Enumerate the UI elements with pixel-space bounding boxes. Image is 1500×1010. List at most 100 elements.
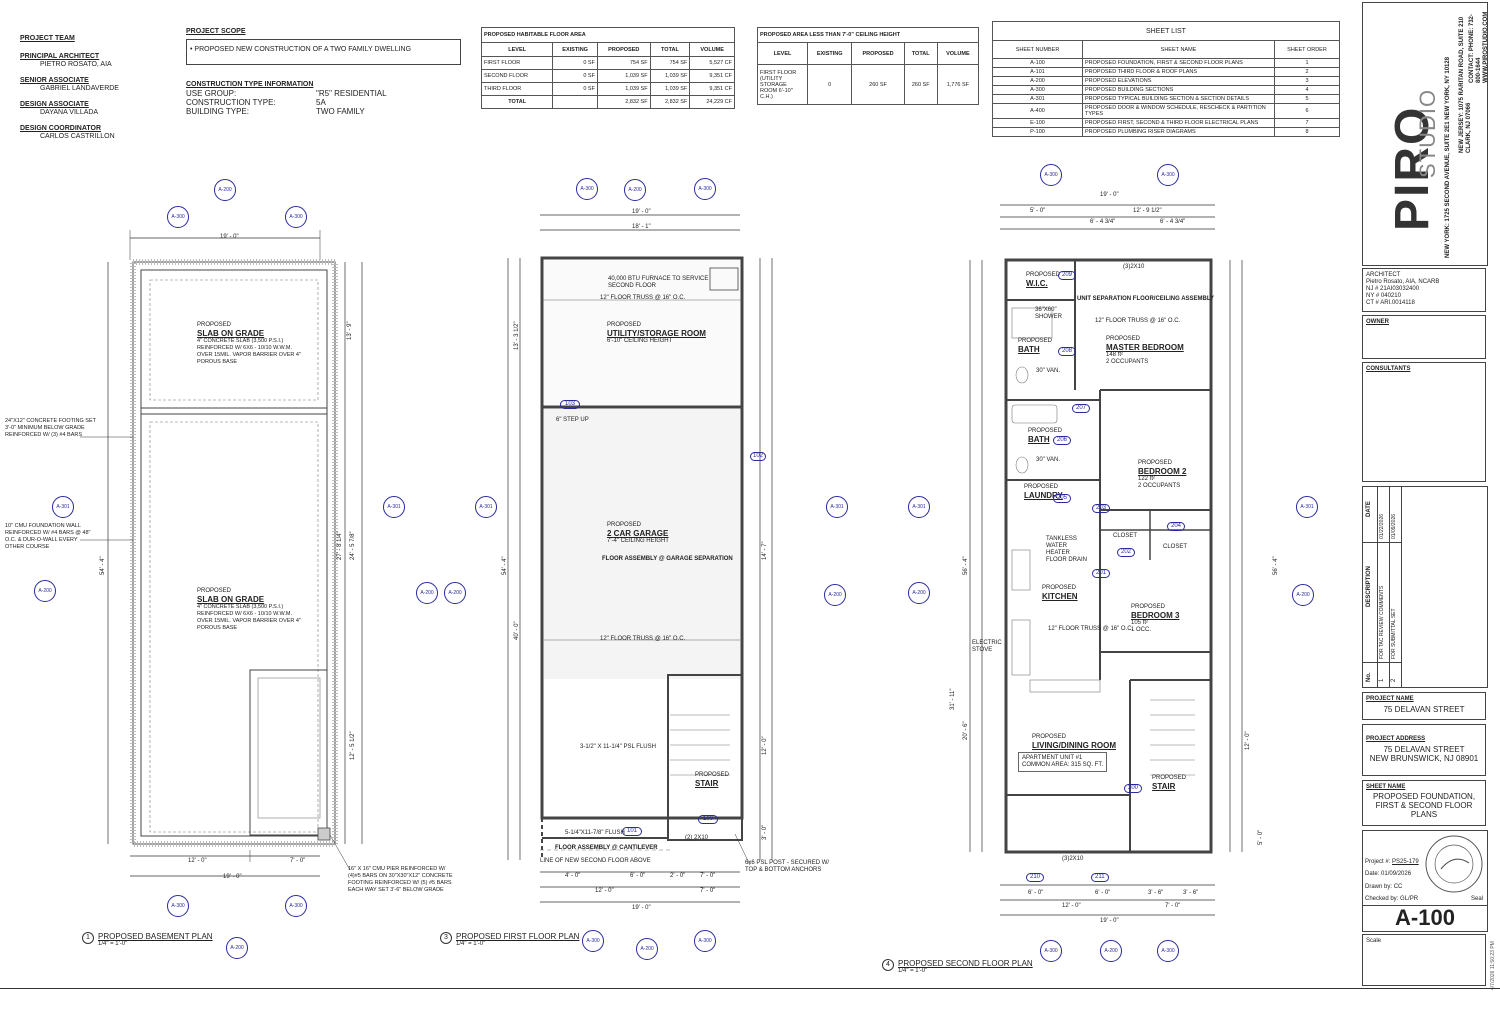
apartment-info: APARTMENT UNIT #1 COMMON AREA: 315 SQ. F… <box>1018 752 1108 772</box>
project-scope: PROJECT SCOPE • PROPOSED NEW CONSTRUCTIO… <box>186 28 461 116</box>
door-tag: 101 <box>622 827 643 836</box>
basement-bottom-dim: 12' - 0" <box>188 858 207 864</box>
first-bottom-dim: 6' - 0" <box>630 873 646 879</box>
unit-separation-note: UNIT SEPARATION FLOOR/CEILING ASSEMBLY <box>1077 296 1215 302</box>
logo-sub: STUDIO <box>1415 88 1440 178</box>
second-top-dim: 12' - 9 1/2" <box>1133 208 1162 214</box>
step-note: 6" STEP UP <box>556 417 589 423</box>
col-header: LEVEL <box>757 42 808 65</box>
section-marker[interactable]: A-300 <box>1040 940 1062 962</box>
section-marker[interactable]: A-300 <box>285 895 307 917</box>
second-bottom-dim: 3' - 6" <box>1148 890 1164 896</box>
basement-width-dim: 19' - 0" <box>220 234 239 240</box>
office-ny: NEW YORK: 1725 SECOND AVENUE, SUITE 2E1 … <box>1445 56 1451 258</box>
tankless-note: TANKLESS WATER HEATER FLOOR DRAIN <box>1046 536 1088 563</box>
elevation-marker[interactable]: A-200 <box>214 179 236 201</box>
first-total-dim: 19' - 0" <box>632 905 651 911</box>
elevation-marker[interactable]: A-200 <box>1292 584 1314 606</box>
section-marker[interactable]: A-300 <box>285 206 307 228</box>
project-address-line: NEW BRUNSWICK, NJ 08901 <box>1369 754 1479 763</box>
footing-note: 24"X12" CONCRETE FOOTING SET 3'-0" MINIM… <box>5 418 96 438</box>
first-width-dim: 19' - 0" <box>632 209 651 215</box>
section-marker[interactable]: A-300 <box>694 178 716 200</box>
post-note: 6x6 PSL POST - SECURED W/ TOP & BOTTOM A… <box>745 860 830 873</box>
first-bottom-dim: 2' - 0" <box>670 873 686 879</box>
col-header: PROPOSED <box>596 42 651 57</box>
second-bottom-dim: 7' - 0" <box>1165 903 1181 909</box>
team-name: CARLOS CASTRILLON <box>40 133 115 140</box>
section-detail-marker[interactable]: A-301 <box>52 496 74 518</box>
consultants-heading: CONSULTANTS <box>1366 366 1411 372</box>
sheet-name-line: PROPOSED FOUNDATION, <box>1372 792 1476 801</box>
first-bottom-dim: 4' - 0" <box>565 873 581 879</box>
rev-cell: FOR SUBMITTAL SET <box>1391 608 1397 659</box>
truss-note: 12" FLOOR TRUSS @ 16" O.C. <box>600 295 686 301</box>
scope-box: • PROPOSED NEW CONSTRUCTION OF A TWO FAM… <box>186 39 461 65</box>
construction-row: CONSTRUCTION TYPE:5A <box>186 98 461 107</box>
garage-label: PROPOSED 2 CAR GARAGE 7'-4" CEILING HEIG… <box>607 522 669 544</box>
door-tag: 211 <box>1091 873 1109 882</box>
elevation-marker[interactable]: A-200 <box>824 584 846 606</box>
section-marker[interactable]: A-300 <box>694 930 716 952</box>
vanity-note: 30" VAN. <box>1036 457 1061 463</box>
sheet-name-line: PLANS <box>1410 810 1438 819</box>
elevation-marker[interactable]: A-200 <box>908 582 930 604</box>
checked-row: Checked by: GL/PR <box>1365 896 1419 902</box>
furnace-note: 40,000 BTU FURNACE TO SERVICE SECOND FLO… <box>608 276 709 289</box>
elevation-marker[interactable]: A-200 <box>444 582 466 604</box>
pier-note: 16" X 16" CMU PIER REINFORCED W/ (4)#5 B… <box>348 866 453 893</box>
line-above-note: LINE OF NEW SECOND FLOOR ABOVE <box>540 858 651 864</box>
project-address-box: PROJECT ADDRESS 75 DELAVAN STREET NEW BR… <box>1362 724 1486 776</box>
second-width-dim: 19' - 0" <box>1100 192 1119 198</box>
section-marker[interactable]: A-300 <box>167 895 189 917</box>
utility-room-label: PROPOSED UTILITY/STORAGE ROOM 6'-10" CEI… <box>607 322 706 344</box>
section-marker[interactable]: A-300 <box>1157 164 1179 186</box>
construction-row: USE GROUP:"R5" RESIDENTIAL <box>186 89 461 98</box>
construction-label: USE GROUP: <box>186 89 237 98</box>
section-marker[interactable]: A-300 <box>1040 164 1062 186</box>
section-marker[interactable]: A-300 <box>582 930 604 952</box>
elevation-marker[interactable]: A-200 <box>624 179 646 201</box>
col-header: VOLUME <box>689 42 735 57</box>
section-detail-marker[interactable]: A-301 <box>1296 496 1318 518</box>
basement-slab-label: PROPOSED SLAB ON GRADE 4" CONCRETE SLAB … <box>197 588 301 631</box>
section-detail-marker[interactable]: A-301 <box>383 496 405 518</box>
plan-number: 1 <box>82 932 94 944</box>
elevation-marker[interactable]: A-200 <box>1100 940 1122 962</box>
architect-line: Pietro Rosato, AIA, NCARB <box>1366 279 1440 285</box>
elevation-marker[interactable]: A-200 <box>636 938 658 960</box>
team-name: DAYANA VILLADA <box>40 109 99 116</box>
elevation-marker[interactable]: A-200 <box>416 582 438 604</box>
section-marker[interactable]: A-300 <box>1157 940 1179 962</box>
section-detail-marker[interactable]: A-301 <box>826 496 848 518</box>
scope-heading: PROJECT SCOPE <box>186 28 246 35</box>
basement-side-dim: 13' - 9" <box>347 321 353 340</box>
door-tag: 201 <box>1092 569 1111 578</box>
bedroom-2-label: PROPOSED BEDROOM 2 122 ft² 2 OCCUPANTS <box>1138 460 1187 489</box>
section-detail-marker[interactable]: A-301 <box>475 496 497 518</box>
shower-note: 36"X60" SHOWER <box>1035 307 1062 320</box>
section-detail-marker[interactable]: A-301 <box>908 496 930 518</box>
first-side-dim: 3' - 0" <box>762 824 768 840</box>
second-side-dim: 20' - 6" <box>963 721 969 740</box>
cantilever-note: FLOOR ASSEMBLY @ CANTILEVER <box>555 845 658 851</box>
section-marker[interactable]: A-300 <box>576 178 598 200</box>
construction-label: BUILDING TYPE: <box>186 107 249 116</box>
elevation-marker[interactable]: A-200 <box>34 580 56 602</box>
basement-side-dim: 27' - 8 1/4" <box>337 531 343 560</box>
rev-cell: 1 <box>1379 678 1385 682</box>
construction-row: BUILDING TYPE:TWO FAMILY <box>186 107 461 116</box>
door-tag: 103 <box>560 400 581 409</box>
section-marker[interactable]: A-300 <box>167 206 189 228</box>
project-info-box: Project #: PS25-179 Date: 01/09/2026 Dra… <box>1362 830 1488 932</box>
elevation-marker[interactable]: A-200 <box>226 937 248 959</box>
sheet-border <box>0 988 1500 989</box>
basement-side-dim: 24' - 5 7/8" <box>350 531 356 560</box>
